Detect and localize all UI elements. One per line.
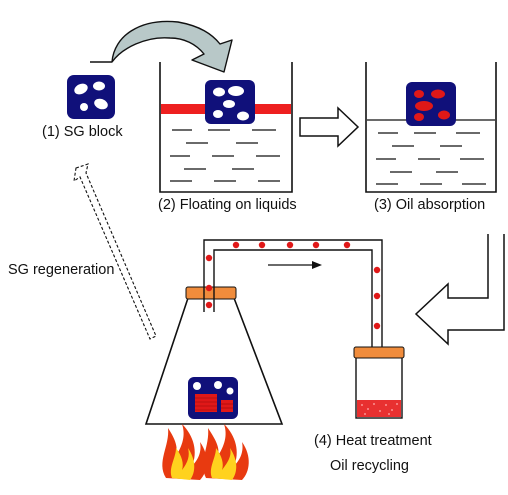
sg-regeneration-label: SG regeneration <box>8 262 115 278</box>
sg-block <box>67 75 115 119</box>
heat-treatment-label: (4) Heat treatment <box>314 433 432 449</box>
arrow-to-heat-treatment <box>414 234 505 346</box>
beaker-absorption <box>365 62 497 193</box>
oil-absorption-label: (3) Oil absorption <box>374 197 486 213</box>
sg-block-label: (1) SG block <box>42 124 123 140</box>
regeneration-arrow <box>73 160 157 340</box>
beaker-floating <box>159 62 293 193</box>
floating-label: (2) Floating on liquids <box>158 197 297 213</box>
flame-icon <box>162 424 249 480</box>
arrow-to-absorption <box>299 106 360 148</box>
collection-vessel <box>353 346 405 419</box>
curved-arrow-to-floating <box>90 20 233 73</box>
oil-recycling-label: Oil recycling <box>330 458 409 474</box>
